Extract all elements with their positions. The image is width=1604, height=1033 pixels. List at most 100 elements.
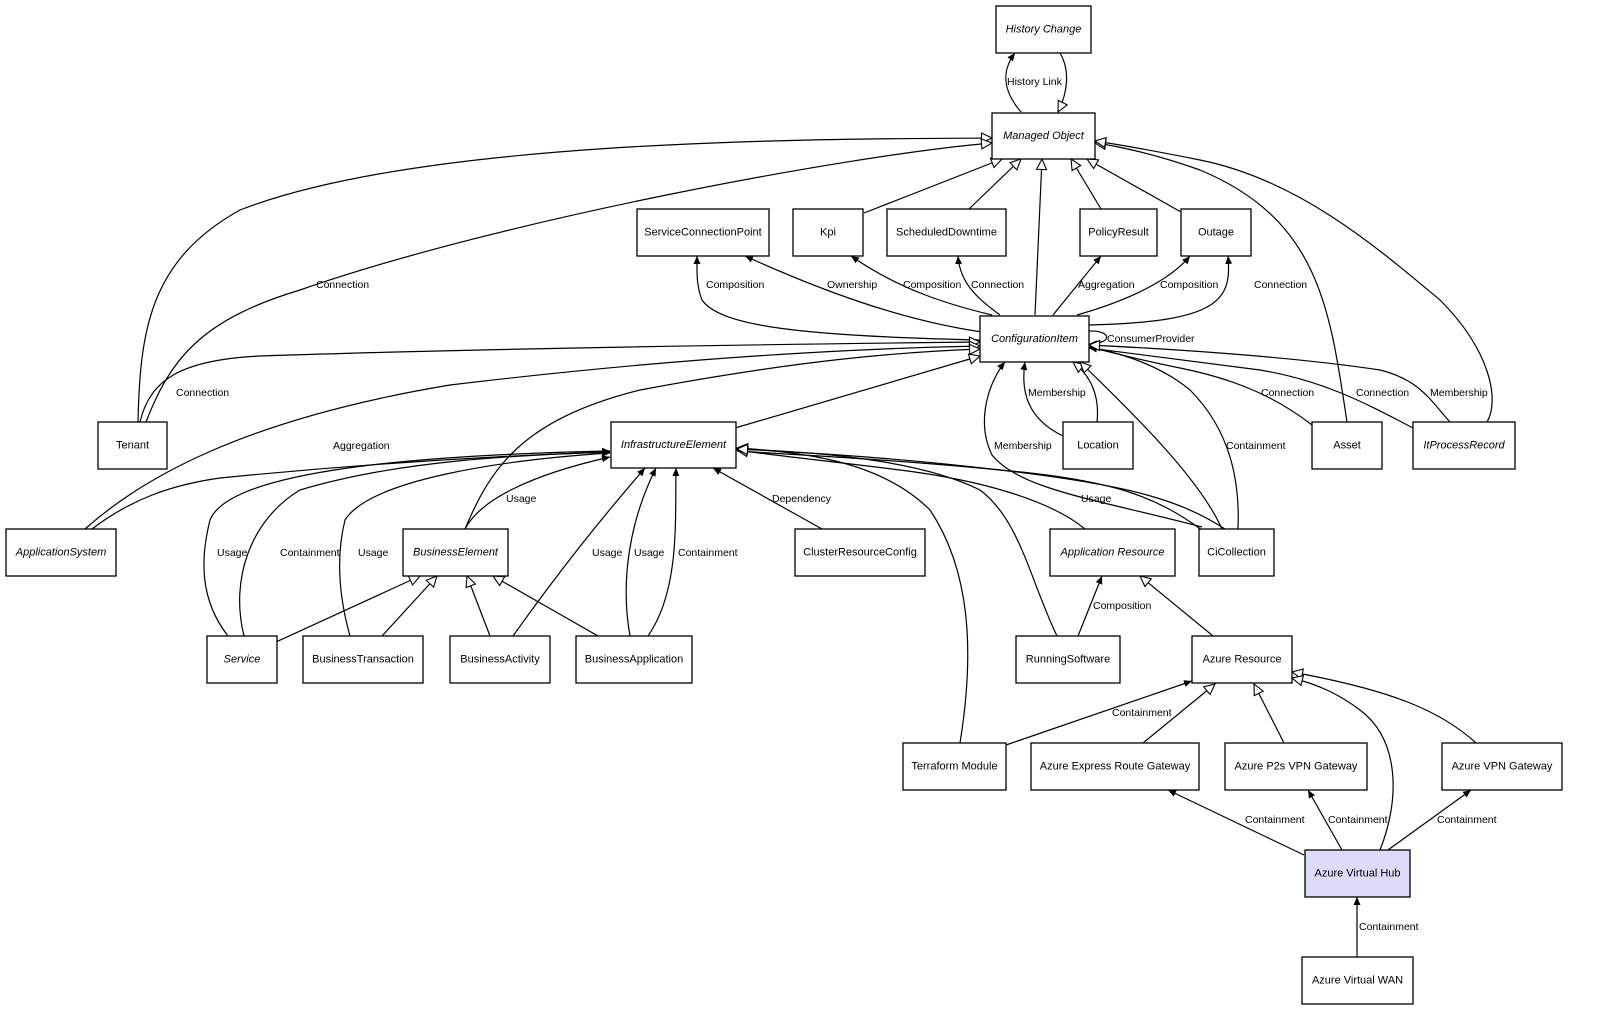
label-ci-outage-connection: Connection [1254, 279, 1307, 291]
edge-sd-mo [968, 158, 1022, 210]
label-bapp-usage: Usage [634, 547, 665, 559]
node-configuration-item[interactable]: ConfigurationItem [979, 315, 1090, 363]
edge-vpn-azr [1290, 668, 1477, 744]
node-azure-vpn-gateway[interactable]: Azure VPN Gateway [1441, 742, 1563, 791]
label-wan-hub-containment: Containment [1359, 921, 1419, 933]
edge-asset-ci-connection [1088, 345, 1313, 426]
node-label: CiCollection [1207, 546, 1266, 558]
label-tenant-ci-connection: Connection [176, 387, 229, 399]
edge-cicollection-ci-membership [983, 361, 1203, 528]
edge-p2s-azr [1253, 682, 1285, 744]
edge-bapp-ie-usage [625, 467, 657, 637]
label-ba-usage: Usage [592, 547, 623, 559]
label-ci-pr-aggregation: Aggregation [1078, 279, 1135, 291]
edge-tenant-ci [139, 336, 982, 423]
node-location[interactable]: Location [1062, 421, 1134, 470]
edge-bapp-ie-containment [647, 467, 680, 637]
node-scheduled-downtime[interactable]: ScheduledDowntime [886, 208, 1007, 257]
label-hub-p2s-containment: Containment [1328, 814, 1388, 826]
edge-itpr-ci-connection [1088, 345, 1414, 429]
node-label: Azure P2s VPN Gateway [1235, 760, 1358, 772]
node-terraform-module[interactable]: Terraform Module [902, 742, 1007, 791]
node-azure-express-route-gateway[interactable]: Azure Express Route Gateway [1030, 742, 1200, 791]
label-terraform-containment: Containment [1112, 707, 1172, 719]
node-label: Azure Virtual Hub [1314, 867, 1400, 879]
edge-ci-outage-connection [1088, 255, 1233, 326]
edge-labels: History Link Connection Composition Owne… [176, 76, 1497, 933]
node-kpi[interactable]: Kpi [792, 208, 864, 257]
node-label: Azure VPN Gateway [1452, 760, 1553, 772]
node-service-connection-point[interactable]: ServiceConnectionPoint [636, 208, 770, 257]
label-as-ie-aggregation: Aggregation [333, 440, 390, 452]
node-label: Kpi [820, 226, 836, 238]
edge-outage-mo [1085, 158, 1182, 213]
edge-bt-ie-usage [338, 450, 611, 637]
node-policy-result[interactable]: PolicyResult [1079, 208, 1158, 257]
label-asset-connection: Connection [1261, 387, 1314, 399]
edge-ci-consumer-provider [1088, 330, 1108, 348]
edge-tenant-mo-2 [145, 138, 994, 423]
label-hub-vpn-containment: Containment [1437, 814, 1497, 826]
node-label: Azure Express Route Gateway [1040, 760, 1191, 772]
node-business-element[interactable]: BusinessElement [402, 528, 509, 577]
edge-service-ie-usage [203, 447, 611, 637]
node-label: RunningSoftware [1026, 653, 1110, 665]
node-label: PolicyResult [1088, 226, 1149, 238]
node-business-transaction[interactable]: BusinessTransaction [302, 635, 424, 684]
label-tenant-mo-connection: Connection [316, 279, 369, 291]
node-azure-virtual-hub[interactable]: Azure Virtual Hub [1304, 849, 1411, 898]
node-label: Service [224, 653, 261, 665]
label-service-containment: Containment [280, 547, 340, 559]
node-label: Terraform Module [911, 760, 997, 772]
node-ci-collection[interactable]: CiCollection [1198, 528, 1275, 577]
node-label: InfrastructureElement [621, 439, 727, 451]
edge-ci-scp-composition [693, 255, 981, 341]
edge-azr-ar [1139, 575, 1214, 637]
label-itpr-connection: Connection [1356, 387, 1409, 399]
label-crc-dependency: Dependency [772, 493, 832, 505]
node-azure-virtual-wan[interactable]: Azure Virtual WAN [1301, 956, 1414, 1005]
label-cicollection-usage: Usage [1081, 493, 1112, 505]
node-label: History Change [1006, 23, 1082, 35]
node-business-application[interactable]: BusinessApplication [575, 635, 693, 684]
edge-itpr-mo [1093, 136, 1493, 423]
nodes: History Change Managed Object ServiceCon… [5, 5, 1563, 1005]
node-label: Azure Resource [1203, 653, 1282, 665]
node-cluster-resource-config[interactable]: ClusterResourceConfig [794, 528, 926, 577]
label-rs-composition: Composition [1093, 600, 1152, 612]
node-azure-p2s-vpn-gateway[interactable]: Azure P2s VPN Gateway [1224, 742, 1368, 791]
edge-cicollection-ci-generalization [1079, 361, 1223, 530]
edge-ci-kpi-composition [850, 255, 993, 316]
edge-ci-scp-ownership [744, 255, 983, 333]
edge-asset-mo [1093, 138, 1348, 423]
edge-rs-ar-composition [1077, 575, 1103, 637]
node-application-resource[interactable]: Application Resource [1049, 528, 1176, 577]
node-application-system[interactable]: ApplicationSystem [5, 528, 117, 577]
node-label: ClusterResourceConfig [803, 546, 917, 558]
node-managed-object[interactable]: Managed Object [991, 112, 1096, 160]
node-tenant[interactable]: Tenant [97, 421, 168, 470]
node-azure-resource[interactable]: Azure Resource [1191, 635, 1293, 684]
edge-bt-be [381, 575, 438, 637]
label-ci-sd-connection: Connection [971, 279, 1024, 291]
label-itpr-membership: Membership [1430, 387, 1488, 399]
node-service[interactable]: Service [206, 635, 278, 684]
edge-history-link [1005, 52, 1022, 113]
node-business-activity[interactable]: BusinessActivity [449, 635, 551, 684]
node-label: ServiceConnectionPoint [644, 226, 761, 238]
node-it-process-record[interactable]: ItProcessRecord [1412, 421, 1516, 470]
edge-bapp-be [491, 575, 599, 637]
edge-tenant-mo-1 [137, 132, 994, 423]
edge-crc-ie-dependency [712, 467, 823, 530]
edge-location-ci-membership [1020, 361, 1064, 437]
node-outage[interactable]: Outage [1180, 208, 1252, 257]
label-be-usage: Usage [506, 493, 537, 505]
node-running-software[interactable]: RunningSoftware [1015, 635, 1121, 684]
node-infrastructure-element[interactable]: InfrastructureElement [610, 421, 737, 469]
node-asset[interactable]: Asset [1311, 421, 1383, 470]
edge-service-ie-containment [239, 448, 611, 637]
edge-ie-ci [734, 353, 982, 429]
node-history-change[interactable]: History Change [995, 5, 1092, 54]
node-label: Managed Object [1003, 130, 1085, 142]
